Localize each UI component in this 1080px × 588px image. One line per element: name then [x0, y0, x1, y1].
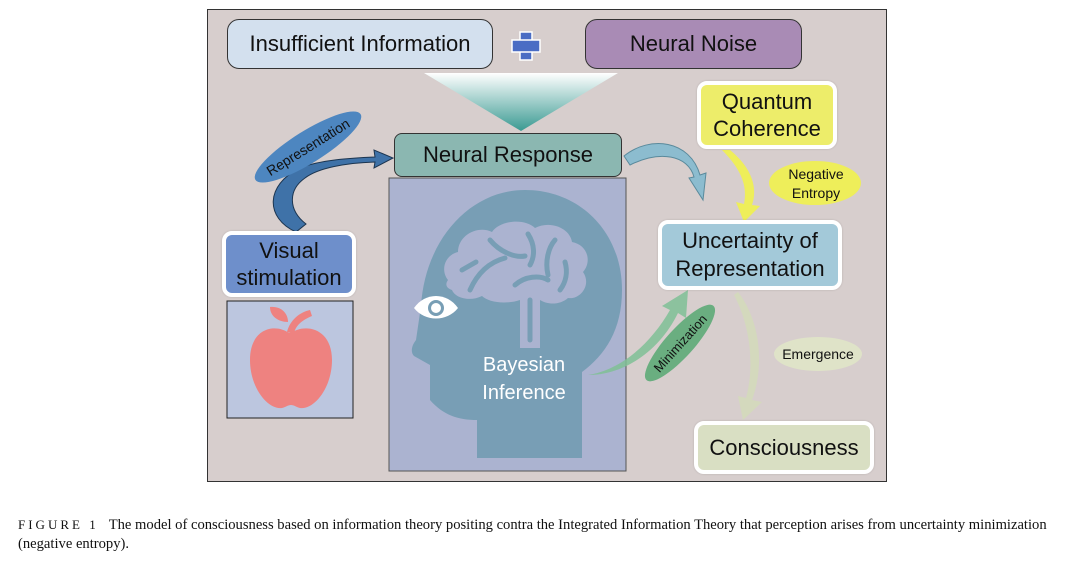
visual-stimulation-label-1: Visual	[259, 238, 319, 263]
insufficient-information-label: Insufficient Information	[249, 31, 471, 56]
funnel-triangle	[424, 73, 618, 131]
emergence-oval	[774, 337, 862, 371]
quantum-coherence-label-1: Quantum	[721, 89, 813, 114]
minimization-arrow	[588, 290, 688, 375]
figure-caption-text: The model of consciousness based on info…	[18, 517, 1047, 552]
neural-response-node: Neural Response	[394, 133, 622, 177]
uncertainty-node: Uncertainty of Representation	[658, 220, 842, 290]
consciousness-node: Consciousness	[694, 421, 874, 474]
figure-label: FIGURE 1	[18, 517, 99, 532]
negative-entropy-text-1: Negative	[788, 166, 843, 182]
eye-icon	[414, 296, 458, 319]
bayesian-text-2: Inference	[482, 382, 565, 404]
visual-stimulation-label-2: stimulation	[236, 265, 342, 290]
negative-entropy-oval	[769, 161, 861, 205]
neural-response-label: Neural Response	[423, 142, 593, 167]
brain-icon	[444, 221, 588, 348]
response-to-uncertainty-arrow	[623, 143, 707, 202]
representation-label	[254, 111, 362, 183]
emergence-label-text: Emergence	[782, 346, 854, 362]
consciousness-label: Consciousness	[709, 434, 859, 460]
quantum-coherence-label-2: Coherence	[713, 116, 821, 141]
quantum-coherence-node: Quantum Coherence	[697, 81, 837, 149]
apple-icon	[250, 306, 332, 409]
representation-arrow	[272, 149, 395, 233]
neural-noise-node: Neural Noise	[585, 19, 802, 69]
negative-entropy-arrow	[722, 150, 760, 222]
minimization-label-text: Minimization	[651, 311, 710, 375]
negative-entropy-text-2: Entropy	[792, 185, 840, 201]
bayesian-text-1: Bayesian	[483, 354, 565, 376]
visual-stimulation-node: Visual stimulation	[222, 231, 356, 297]
emergence-arrow	[734, 292, 762, 420]
uncertainty-label-2: Representation	[675, 256, 825, 281]
neural-noise-label: Neural Noise	[629, 31, 758, 56]
uncertainty-label-1: Uncertainty of	[682, 228, 818, 253]
plus-icon	[511, 31, 541, 61]
insufficient-information-node: Insufficient Information	[227, 19, 493, 69]
minimization-oval	[644, 304, 716, 382]
